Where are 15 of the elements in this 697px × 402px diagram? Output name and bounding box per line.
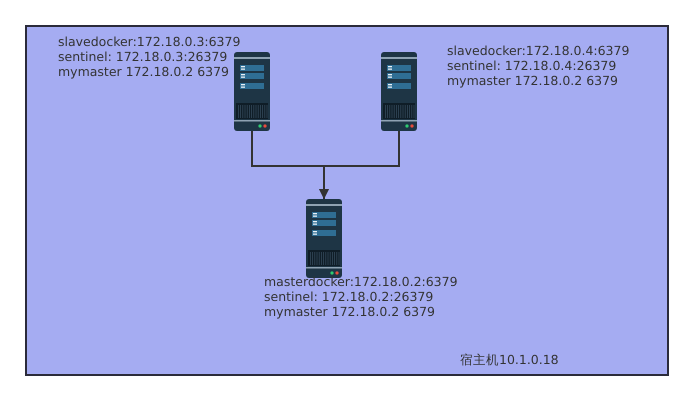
- server-label: masterdocker:172.18.0.2:6379: [264, 274, 458, 289]
- server-icon: [234, 52, 270, 131]
- host-frame: [25, 25, 669, 376]
- connector-arrow: [319, 131, 400, 199]
- server-label: slavedocker:172.18.0.4:6379: [447, 43, 630, 58]
- server-label: sentinel: 172.18.0.4:26379: [447, 58, 616, 73]
- server-label: sentinel: 172.18.0.3:26379: [58, 49, 228, 64]
- server-label: mymaster 172.18.0.2 6379: [447, 73, 618, 88]
- server-label: sentinel: 172.18.0.2:26379: [264, 289, 434, 304]
- host-label: 宿主机10.1.0.18: [460, 352, 559, 367]
- server-icon: [306, 199, 342, 278]
- server-label: slavedocker:172.18.0.3:6379: [58, 34, 240, 49]
- server-label: mymaster 172.18.0.2 6379: [58, 64, 230, 79]
- server-icon: [381, 52, 417, 131]
- server-label: mymaster 172.18.0.2 6379: [264, 304, 436, 319]
